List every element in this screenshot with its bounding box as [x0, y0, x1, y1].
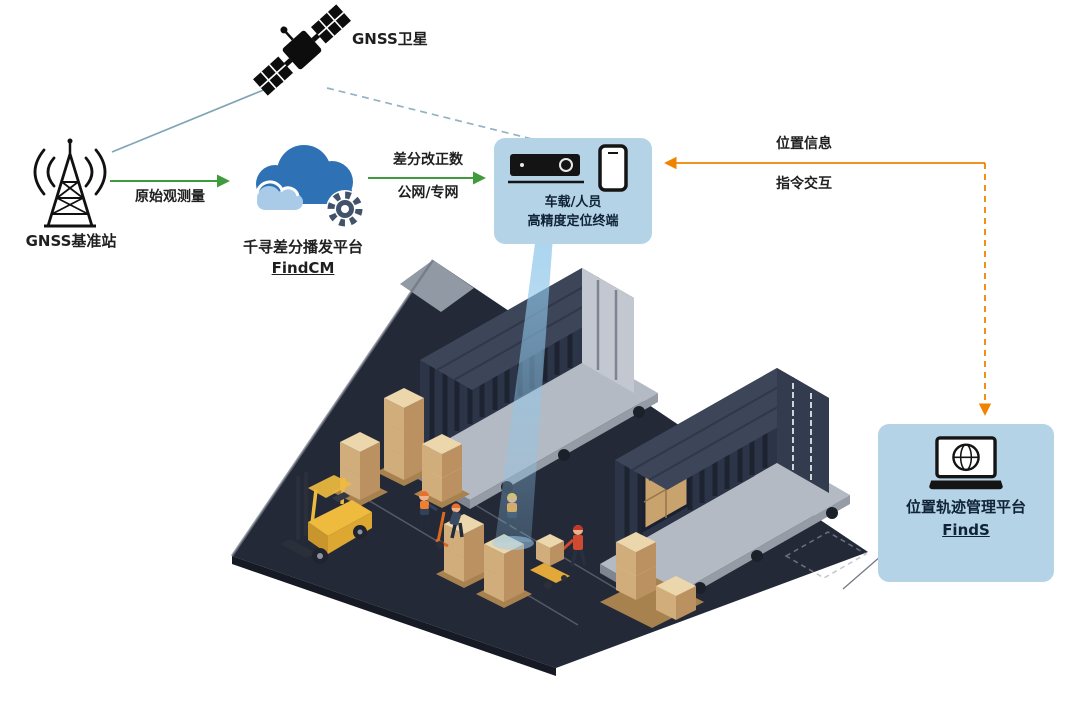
cloud-platform-product: FindCM	[271, 259, 335, 277]
cloud-platform-title: 千寻差分播发平台	[242, 238, 363, 256]
terminal-label-line2: 高精度定位终端	[527, 213, 619, 229]
position-info-label: 位置信息	[776, 136, 832, 152]
satellite-label: GNSS卫星	[352, 30, 428, 48]
base-station-icon	[33, 138, 107, 228]
command-interaction-label: 指令交互	[776, 176, 832, 192]
ground-platform	[230, 259, 868, 676]
laptop-globe-icon	[929, 436, 1003, 490]
platform-product: FindS	[942, 520, 990, 539]
worker-group-left	[419, 491, 464, 549]
pallet-stack-right	[600, 532, 704, 628]
forklift	[280, 472, 372, 564]
trailer-slab-1	[404, 355, 658, 509]
shipping-container-2	[615, 368, 829, 555]
trailer-slab-2	[600, 458, 850, 610]
worker-pallet-jack	[530, 525, 587, 589]
gear-icon	[326, 190, 364, 228]
correction-label-line2: 公网/专网	[397, 185, 459, 201]
terminal-label-line1: 车载/人员	[544, 195, 602, 210]
management-platform-node: 位置轨迹管理平台 FindS	[878, 424, 1054, 582]
shipping-container-1	[420, 268, 634, 455]
receiver-and-phone-icon	[508, 144, 628, 192]
cloud-platform-icon	[255, 145, 364, 228]
correction-label-line1: 差分改正数	[393, 152, 463, 168]
edge-terminal-platform	[664, 156, 992, 416]
platform-title: 位置轨迹管理平台	[905, 498, 1026, 516]
positioning-beam	[492, 236, 553, 550]
raw-observation-label: 原始观测量	[135, 189, 205, 205]
gnss-satellite-icon	[253, 4, 351, 96]
edge-platform-to-scene	[842, 555, 882, 590]
worker-under-beam	[503, 493, 521, 534]
pallet-stacks-bottom	[436, 514, 532, 608]
pallet-stacks-left	[332, 388, 470, 508]
terminal-node: 车载/人员 高精度定位终端	[494, 138, 652, 244]
base-station-label: GNSS基准站	[25, 232, 117, 250]
